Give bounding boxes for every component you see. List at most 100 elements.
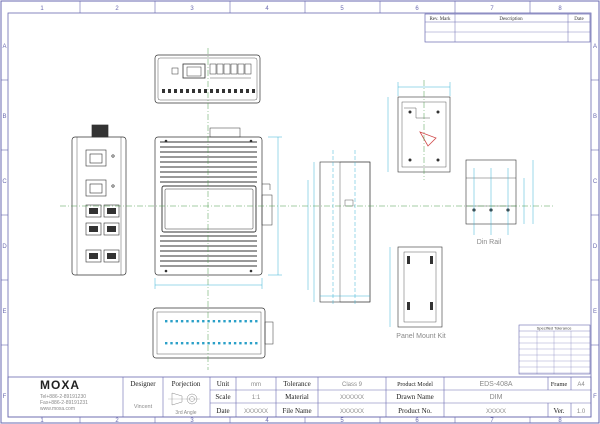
vent-hole (255, 342, 258, 345)
grid-column-label: 1 (40, 418, 44, 424)
vent-hole (223, 342, 226, 345)
vent-hole (196, 320, 200, 323)
vent-hole (175, 342, 178, 345)
vent-hole (249, 320, 253, 323)
grid-column-label: 5 (340, 6, 344, 12)
grid-row-label: D (2, 244, 7, 250)
vent-hole (165, 320, 168, 323)
designer-value: Vincent (134, 404, 153, 410)
moxa-logo: MOXA (40, 378, 80, 392)
front-view (154, 127, 273, 276)
grid-row-label: B (2, 114, 6, 120)
center-lines (60, 48, 555, 370)
product-model-label: Product Model (397, 382, 433, 388)
vent-hole (207, 320, 210, 323)
grid-row-label: E (593, 309, 597, 315)
grid-row-label: F (593, 394, 597, 400)
grid-column-label: 2 (115, 6, 119, 12)
panel-mount-kit (389, 246, 443, 328)
vent-hole (165, 342, 168, 345)
grid-row-label: F (3, 394, 7, 400)
din-rail-clip-view (387, 82, 451, 173)
designer-label: Designer (130, 380, 156, 388)
grid-row-label: B (593, 114, 597, 120)
grid-row-label: D (593, 244, 598, 250)
grid-row-label: A (593, 44, 597, 50)
grid-column-label: 1 (40, 6, 44, 12)
vent-hole (175, 320, 178, 323)
din-rail-label: Din Rail (477, 239, 502, 246)
product-no-value: XXXXX (486, 409, 506, 415)
projection-value: 3rd Angle (175, 410, 196, 416)
vent-hole (244, 320, 247, 323)
ver-value: 1.0 (577, 409, 586, 415)
vent-hole (239, 320, 242, 323)
drawn-name-label: Drawn Name (396, 393, 434, 401)
tolerance-title: Specified Tolerance (537, 326, 573, 331)
filename-value: XXXXXX (340, 409, 364, 415)
company-web: www.moxa.com (40, 406, 75, 412)
unit-label: Unit (217, 380, 230, 388)
company-tel: Tel+886-2-89191230 (40, 394, 86, 400)
title-block: MOXA Tel+886-2-89191230 Fax+886-2-891912… (7, 376, 592, 418)
bottom-view (152, 307, 274, 359)
vent-hole (180, 342, 184, 345)
vent-hole (233, 342, 237, 345)
material-value: XXXXXX (340, 395, 364, 401)
inner-frame (7, 12, 592, 418)
material-label: Material (285, 393, 309, 401)
grid-column-label: 7 (490, 418, 494, 424)
side-port-view (71, 124, 127, 276)
grid-column-label: 4 (265, 6, 269, 12)
grid-column-label: 3 (190, 6, 194, 12)
vent-hole (170, 342, 173, 345)
top-view (154, 54, 261, 104)
revision-table: Rev. Mark Description Date (424, 13, 591, 43)
grid-row-label: C (593, 179, 598, 185)
vent-hole (239, 342, 242, 345)
grid-column-label: 8 (558, 6, 562, 12)
drawn-name-value: DIM (490, 394, 503, 401)
vent-hole (223, 320, 226, 323)
vent-hole (186, 342, 189, 345)
unit-value: mm (251, 382, 261, 388)
vent-hole (202, 342, 205, 345)
filename-label: File Name (282, 407, 311, 415)
vent-hole (212, 342, 216, 345)
rev-mark-header: Rev. Mark (429, 17, 451, 22)
tolerance-table: Specified Tolerance (518, 324, 591, 375)
grid-column-label: 7 (490, 6, 494, 12)
company-fax: Fax+886-2-89191231 (40, 400, 88, 406)
projection-label: Porjection (172, 380, 201, 388)
vent-hole (180, 320, 184, 323)
grid-column-label: 4 (265, 418, 269, 424)
frame-label: Frame (551, 381, 568, 388)
rev-description-header: Description (499, 17, 523, 22)
side-profile-view (307, 150, 371, 305)
rev-date-header: Date (574, 17, 584, 22)
product-model-value: EDS-408A (479, 381, 512, 388)
scale-label: Scale (215, 393, 230, 401)
grid-row-label: E (2, 309, 6, 315)
vent-hole (191, 342, 194, 345)
vent-hole (191, 320, 194, 323)
date-value: XXXXXX (244, 409, 268, 415)
vent-hole (228, 342, 231, 345)
din-rail-profile (465, 159, 534, 235)
grid-column-label: 8 (558, 418, 562, 424)
vent-hole (218, 342, 221, 345)
vent-hole (212, 320, 216, 323)
vent-hole (186, 320, 189, 323)
date-label: Date (216, 407, 229, 415)
ver-label: Ver. (553, 407, 564, 415)
grid-column-label: 2 (115, 418, 119, 424)
grid-column-label: 5 (340, 418, 344, 424)
vent-hole (244, 342, 247, 345)
vent-hole (196, 342, 200, 345)
scale-value: 1:1 (252, 395, 261, 401)
grid-column-label: 6 (415, 418, 419, 424)
